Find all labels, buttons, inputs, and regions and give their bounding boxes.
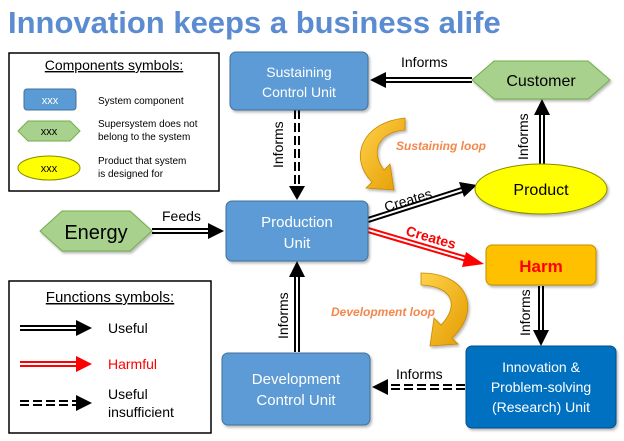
arrow-production-to-product bbox=[367, 182, 477, 223]
node-production-unit: Production Unit bbox=[225, 200, 369, 262]
legend-supersystem-text-line2: belong to the system bbox=[98, 132, 190, 143]
research-label-line2: Problem-solving bbox=[491, 379, 591, 395]
label-informs-product: Informs bbox=[515, 113, 531, 160]
development-loop-label: Development loop bbox=[331, 305, 435, 319]
production-label-line2: Unit bbox=[284, 235, 312, 252]
arrow-development-to-production bbox=[289, 261, 305, 352]
legend-useful-arrow bbox=[20, 320, 92, 336]
development-label-line1: Development bbox=[252, 371, 341, 388]
arrow-sustaining-to-production bbox=[289, 110, 305, 200]
legend-supersystem-xxx: xxx bbox=[41, 126, 58, 138]
customer-label: Customer bbox=[506, 73, 576, 90]
legend-insufficient-text-line1: Useful bbox=[108, 386, 148, 402]
node-energy: Energy bbox=[39, 210, 153, 252]
legend-insufficient-text-line2: insufficient bbox=[108, 404, 174, 420]
research-label-line3: (Research) Unit bbox=[492, 399, 590, 415]
sustaining-label-line1: Sustaining bbox=[266, 64, 331, 80]
functions-legend-title: Functions symbols: bbox=[46, 289, 174, 306]
product-label: Product bbox=[513, 182, 569, 199]
legend-harmful-arrow bbox=[20, 356, 92, 372]
node-harm: Harm bbox=[485, 244, 597, 286]
node-development-control-unit: Development Control Unit bbox=[221, 352, 371, 426]
legend-system-component-symbol bbox=[23, 88, 77, 111]
label-feeds: Feeds bbox=[162, 208, 201, 224]
arrow-energy-to-production bbox=[152, 223, 224, 239]
arrow-harm-to-research bbox=[533, 286, 549, 346]
arrow-product-to-customer bbox=[534, 99, 550, 165]
node-sustaining-control-unit: Sustaining Control Unit bbox=[229, 51, 369, 111]
label-informs-harm: Informs bbox=[517, 289, 533, 336]
development-loop-arrow bbox=[420, 272, 469, 347]
legend-useful-text: Useful bbox=[108, 320, 148, 336]
legend-supersystem-symbol bbox=[17, 120, 81, 142]
arrow-research-to-development bbox=[372, 379, 465, 395]
components-legend: Components symbols: xxx System component… bbox=[8, 52, 220, 192]
legend-system-component-xxx: xxx bbox=[42, 95, 59, 107]
legend-system-component-text: System component bbox=[98, 96, 184, 107]
sustaining-label-line2: Control Unit bbox=[262, 84, 336, 100]
label-informs-customer: Informs bbox=[401, 54, 448, 70]
components-legend-title: Components symbols: bbox=[45, 57, 184, 73]
node-customer: Customer bbox=[471, 60, 611, 100]
research-label-line1: Innovation & bbox=[502, 359, 580, 375]
legend-product-symbol bbox=[17, 155, 81, 181]
node-product: Product bbox=[474, 163, 608, 215]
label-informs-sustaining: Informs bbox=[270, 121, 286, 168]
harm-label: Harm bbox=[519, 257, 562, 276]
production-label-line1: Production bbox=[261, 214, 333, 231]
functions-legend: Functions symbols: Useful Harmful Useful… bbox=[8, 280, 212, 434]
arrow-production-to-harm bbox=[367, 227, 484, 267]
sustaining-loop-label: Sustaining loop bbox=[396, 139, 486, 153]
label-informs-research: Informs bbox=[396, 366, 443, 382]
legend-product-text-line1: Product that system bbox=[98, 156, 186, 167]
legend-supersystem-text-line1: Supersystem does not bbox=[98, 119, 198, 130]
sustaining-loop-arrow bbox=[360, 117, 406, 191]
arrow-customer-to-sustaining bbox=[370, 72, 472, 88]
legend-insufficient-arrow bbox=[20, 395, 92, 411]
connectors bbox=[152, 72, 550, 395]
legend-product-text-line2: is designed for bbox=[98, 169, 164, 180]
development-label-line2: Control Unit bbox=[256, 392, 336, 409]
page-title: Innovation keeps a business alife bbox=[8, 5, 501, 40]
label-informs-development: Informs bbox=[275, 292, 291, 339]
node-research-unit: Innovation & Problem-solving (Research) … bbox=[465, 345, 617, 429]
energy-label: Energy bbox=[64, 222, 127, 244]
legend-harmful-text: Harmful bbox=[108, 356, 157, 372]
legend-product-xxx: xxx bbox=[41, 163, 58, 175]
